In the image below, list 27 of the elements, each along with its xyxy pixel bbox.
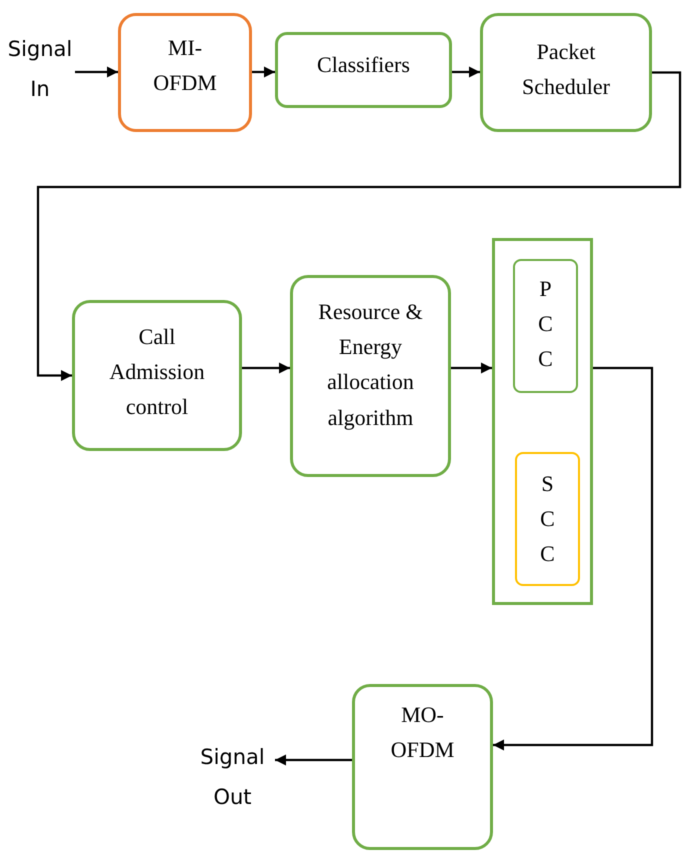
- signal-label: Signal Out: [199, 744, 266, 811]
- group-box: [492, 238, 593, 605]
- arrow: [493, 366, 654, 750]
- process-box: [515, 452, 580, 586]
- process-box: [118, 13, 252, 132]
- arrow: [451, 362, 492, 374]
- arrow: [36, 71, 682, 381]
- process-box: [513, 259, 578, 393]
- box-label: Classifiers: [317, 51, 410, 79]
- box-label: MO- OFDM: [390, 701, 456, 764]
- arrow: [275, 754, 352, 766]
- arrow: [252, 66, 275, 78]
- arrow: [452, 66, 480, 78]
- box-label: PCC: [537, 275, 554, 374]
- box-label: MI- OFDM: [152, 34, 218, 98]
- box-label: Resource & Energy allocation algorithm: [317, 298, 424, 432]
- arrow: [242, 362, 290, 374]
- box-label: Packet Scheduler: [521, 38, 611, 102]
- process-box: [290, 275, 451, 477]
- process-box: [275, 32, 452, 108]
- box-label: Call Admission control: [108, 323, 206, 422]
- arrow: [75, 66, 118, 78]
- process-box: [352, 684, 493, 850]
- process-box: [480, 13, 652, 132]
- box-label: SCC: [539, 470, 556, 568]
- process-box: [72, 300, 242, 451]
- signal-label: Signal In: [6, 36, 74, 103]
